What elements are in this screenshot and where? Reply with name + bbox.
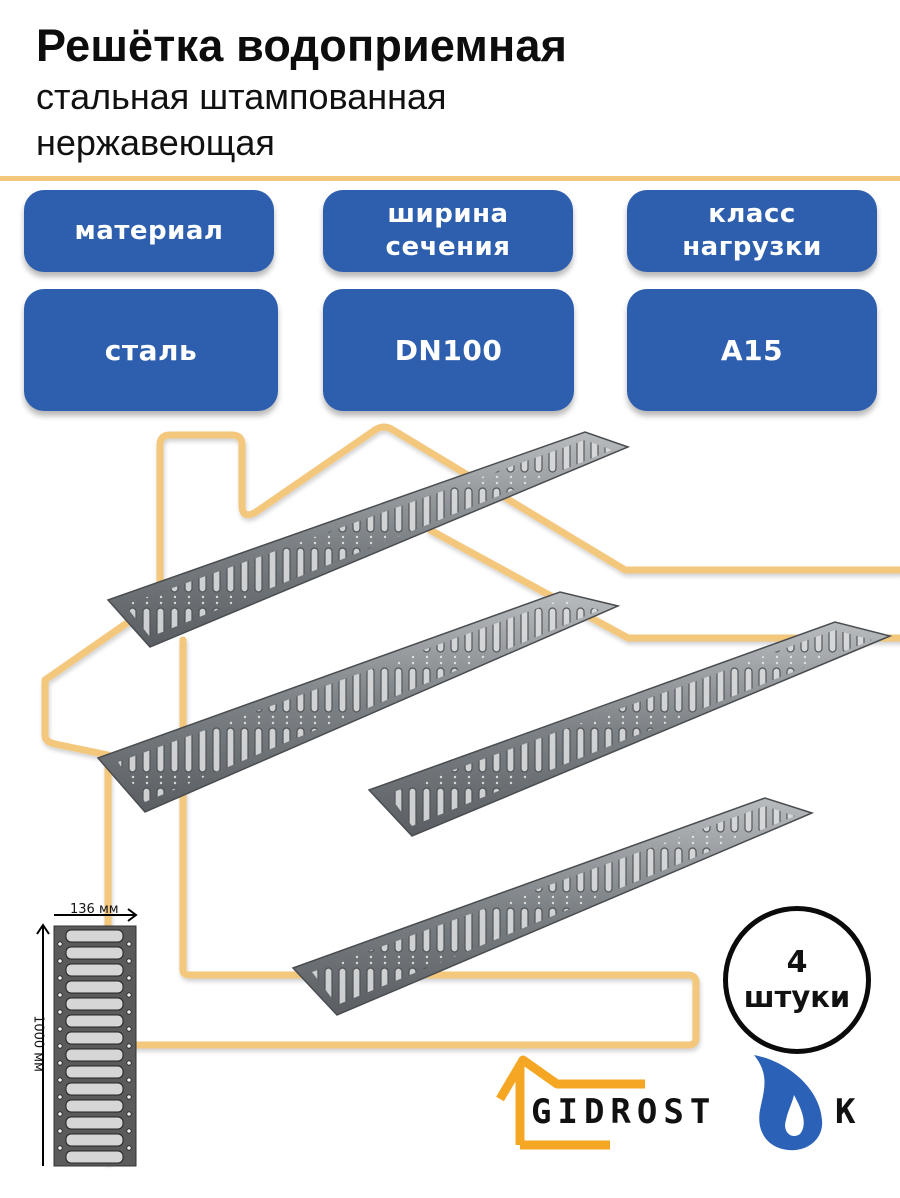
grate-1 [106, 431, 631, 648]
dimension-width-label: 136 мм [70, 902, 119, 917]
water-drop-icon [754, 1055, 823, 1151]
spec-value-load-class: A15 [627, 289, 877, 411]
spec-label-text: ширина [387, 199, 509, 229]
quantity-unit: штуки [743, 980, 851, 1014]
grate-4 [291, 797, 815, 1016]
grate-3 [367, 621, 893, 837]
spec-label-text: материал [74, 215, 224, 246]
spec-value-text: DN100 [394, 333, 503, 367]
brand-name-left: GIDROST [531, 1092, 717, 1132]
spec-label-width: ширина сечения [323, 190, 573, 272]
spec-label-load-class: класс нагрузки [627, 190, 877, 272]
spec-value-text: сталь [104, 333, 198, 367]
spec-label-text: сечения [385, 232, 511, 262]
product-title: Решётка водоприемная [36, 20, 568, 71]
grate-2 [96, 591, 621, 813]
brand-name-right: K [835, 1092, 856, 1132]
spec-value-material: сталь [24, 289, 278, 411]
spec-value-width: DN100 [323, 289, 574, 411]
spec-label-material: материал [24, 190, 274, 272]
house-logo-icon [496, 1055, 645, 1150]
spec-value-text: A15 [720, 333, 784, 367]
quantity-number: 4 [786, 945, 808, 980]
subtitle-line-2: нержавеющая [36, 122, 275, 163]
spec-label-text: нагрузки [682, 232, 822, 262]
quantity-badge: 4 штуки [723, 906, 871, 1054]
subtitle-line-1: стальная штампованная [36, 76, 447, 117]
header-divider [0, 176, 900, 181]
spec-label-text: класс [708, 199, 796, 229]
product-subtitle: стальная штампованная нержавеющая [36, 74, 447, 166]
